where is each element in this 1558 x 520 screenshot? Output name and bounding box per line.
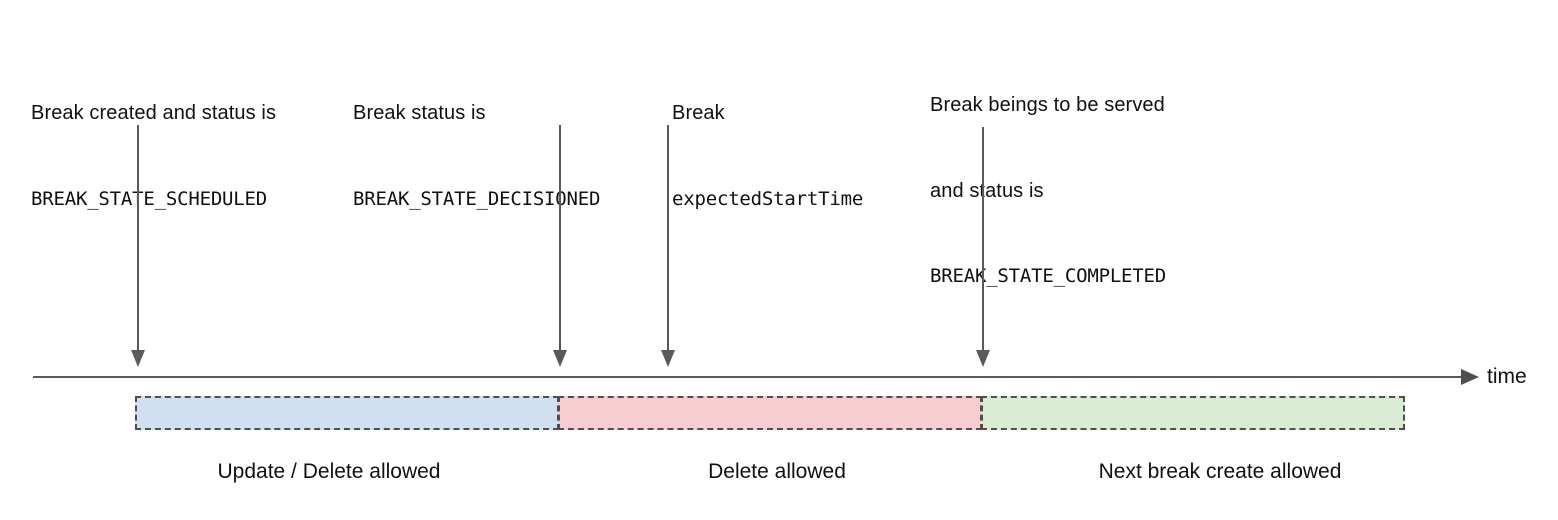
pointer-arrow-break-created (130, 125, 146, 367)
annotation-field-name: expectedStartTime (672, 187, 864, 210)
annotation-break-decisioned: Break status is BREAK_STATE_DECISIONED (353, 42, 600, 270)
time-axis-line (33, 376, 1467, 378)
pointer-arrow-break-completed (975, 127, 991, 367)
annotation-state-name: BREAK_STATE_COMPLETED (930, 265, 1167, 287)
arrow-head-down-icon (976, 350, 990, 367)
phase-bar-delete-allowed (558, 396, 982, 430)
annotation-line-1: Break status is (353, 102, 486, 124)
pointer-arrow-break-expected-start-time (660, 125, 676, 367)
phase-caption-next-break-create-allowed: Next break create allowed (1098, 460, 1342, 483)
annotation-break-created: Break created and status is BREAK_STATE_… (31, 42, 276, 270)
arrow-head-down-icon (661, 350, 675, 367)
arrow-head-down-icon (131, 350, 145, 367)
phase-caption-delete-allowed: Delete allowed (708, 460, 846, 483)
arrow-head-down-icon (553, 350, 567, 367)
phase-bar-update-delete-allowed (135, 396, 559, 430)
annotation-break-expected-start-time: Break expectedStartTime (672, 42, 863, 270)
annotation-state-name: BREAK_STATE_DECISIONED (353, 187, 601, 210)
arrow-shaft (667, 125, 669, 351)
arrow-shaft (559, 125, 561, 351)
arrow-shaft (137, 125, 139, 351)
annotation-line-1: Break beings to be served (930, 94, 1165, 116)
time-axis-label: time (1487, 365, 1527, 388)
pointer-arrow-break-decisioned (552, 125, 568, 367)
phase-caption-update-delete-allowed: Update / Delete allowed (217, 460, 441, 483)
annotation-break-completed: Break beings to be served and status is … (930, 34, 1166, 348)
annotation-line-2: and status is (930, 179, 1044, 202)
arrow-shaft (982, 127, 984, 351)
annotation-line-1: Break created and status is (31, 102, 277, 124)
annotation-line-1: Break (672, 102, 725, 124)
annotation-state-name: BREAK_STATE_SCHEDULED (31, 187, 268, 210)
phase-bar-next-break-create-allowed (981, 396, 1405, 430)
time-axis-arrow-right-icon (1461, 369, 1479, 385)
